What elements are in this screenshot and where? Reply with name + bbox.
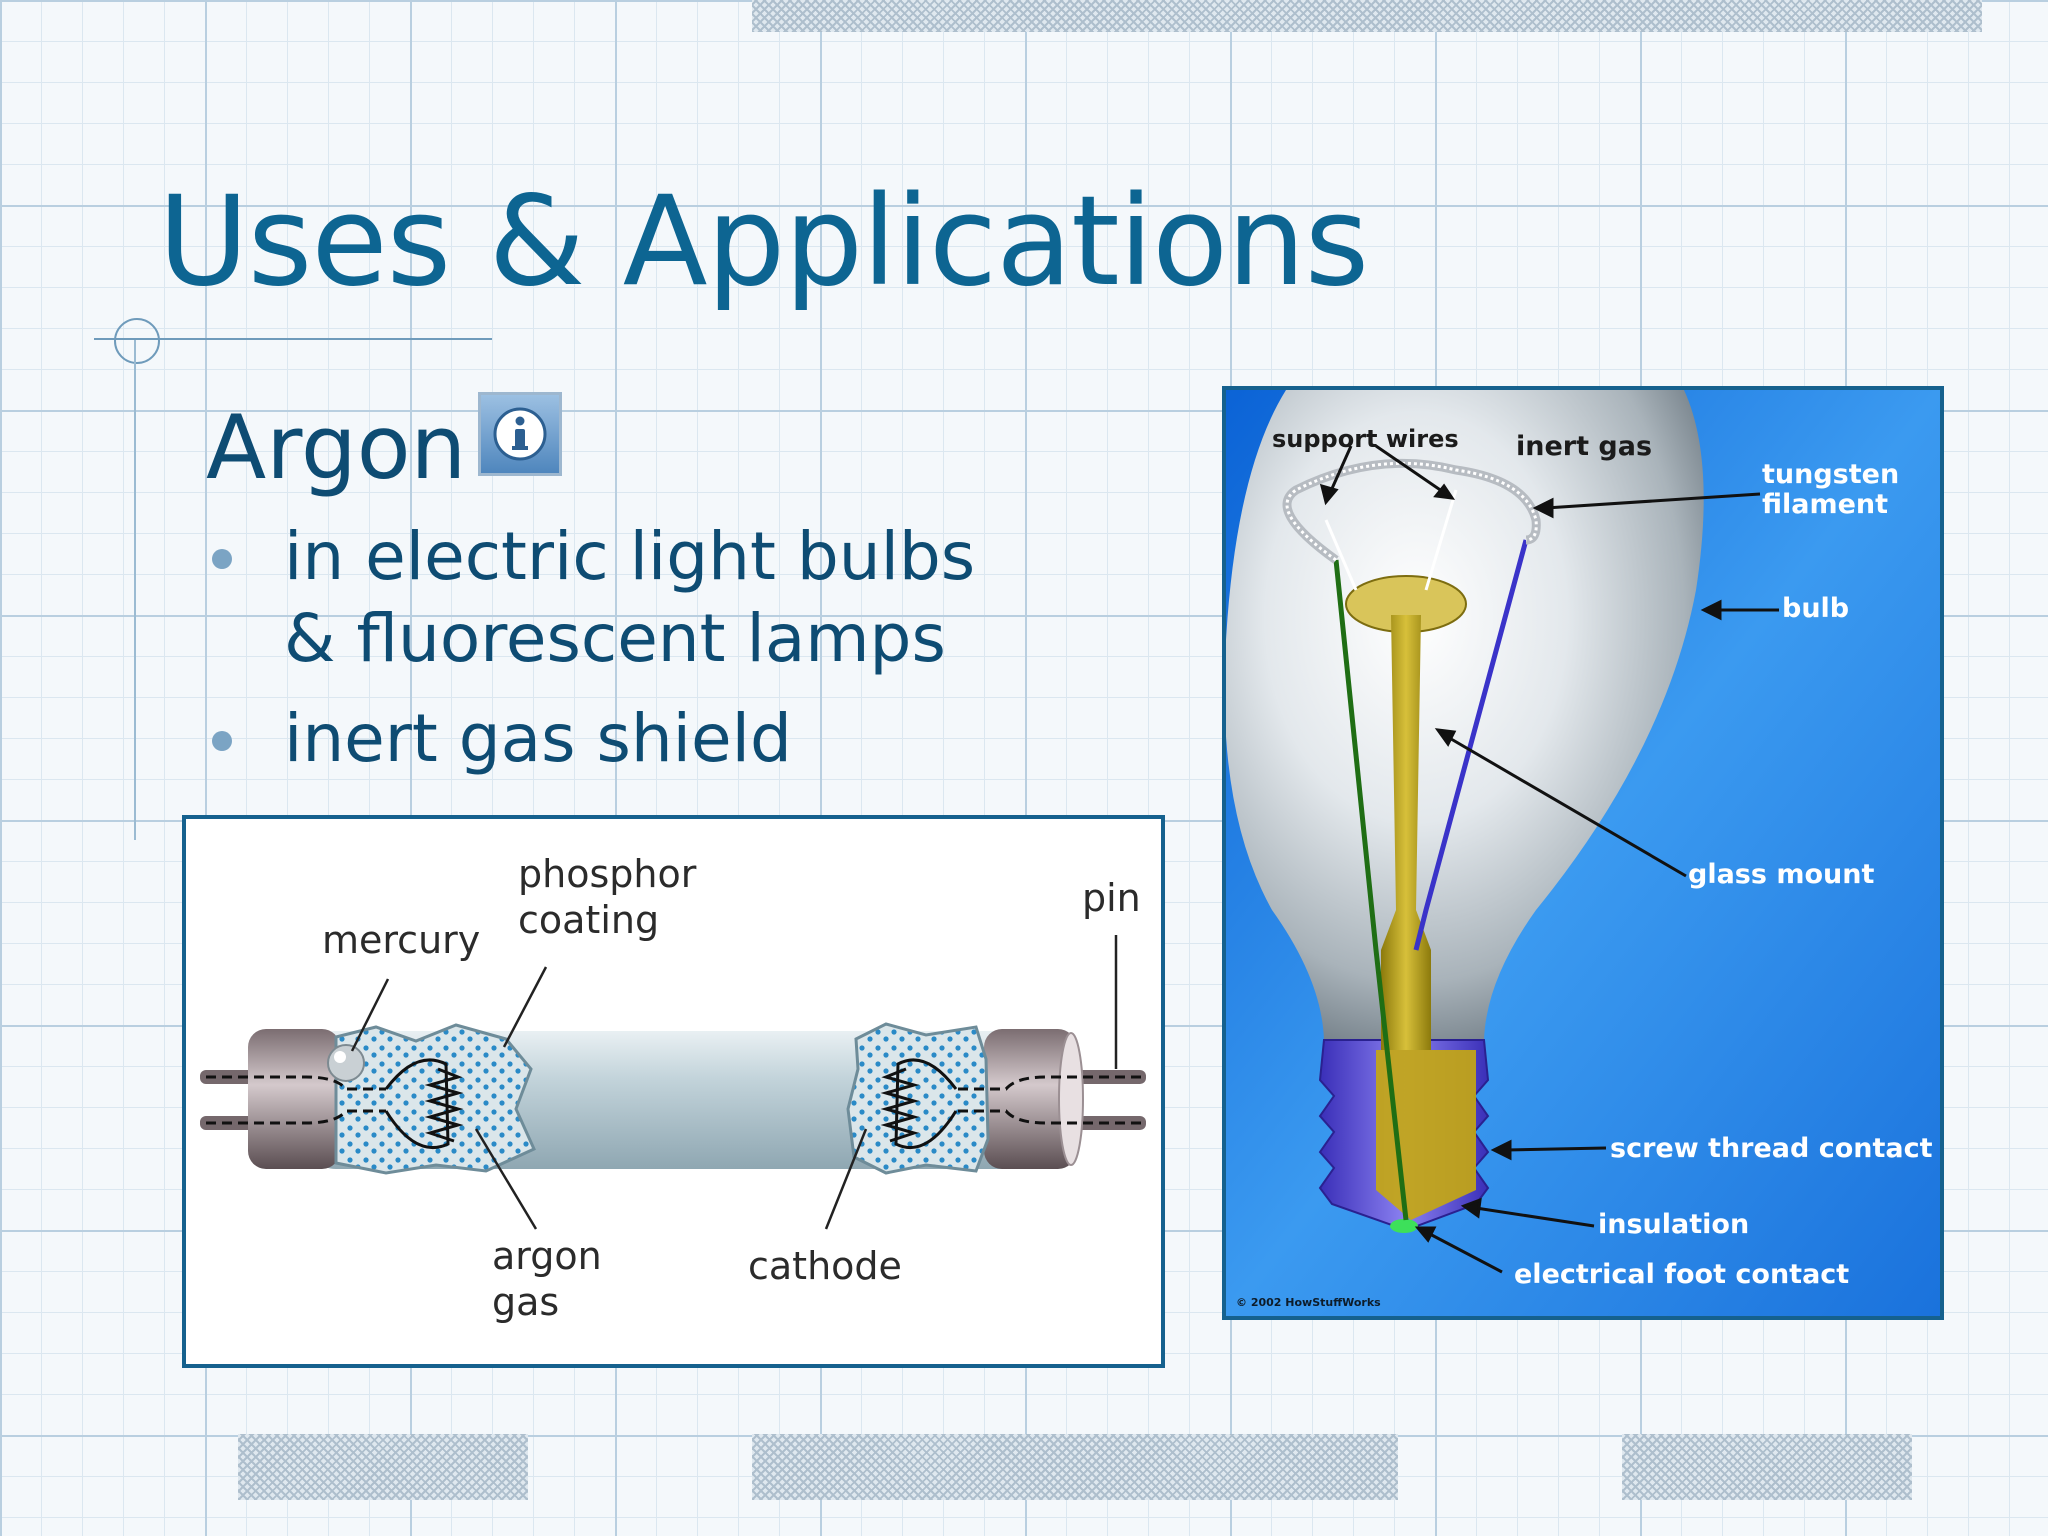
bullet-text: in electric light bulbs & fluorescent la… [284, 518, 976, 677]
left-end-cap [248, 1029, 340, 1169]
bullet-text: inert gas shield [284, 700, 792, 777]
slide-title: Uses & Applications [158, 170, 1369, 314]
title-rule [94, 338, 492, 340]
margin-rule [134, 340, 136, 840]
label-inert-gas: inert gas [1516, 431, 1653, 462]
bullet-list: in electric light bulbs & fluorescent la… [206, 516, 1044, 798]
label-glass-mount: glass mount [1688, 859, 1875, 890]
bottom-hatch-band-left [238, 1434, 528, 1500]
mercury-leader [350, 978, 390, 1052]
subheading: Argon [206, 396, 467, 499]
cathode-leader [824, 1128, 868, 1230]
right-end-cap [984, 1029, 1076, 1169]
mercury-droplet [327, 1044, 365, 1082]
label-phosphor-coating: phosphor coating [518, 852, 697, 942]
right-pin-top [1076, 1070, 1146, 1084]
right-pin-bottom [1076, 1116, 1146, 1130]
bullet-dot-icon [212, 731, 232, 751]
lead-wire-blue [1413, 539, 1529, 951]
glass-bulb [1226, 390, 1704, 1040]
bullet-item: inert gas shield [206, 698, 1044, 780]
bullet-item: in electric light bulbs & fluorescent la… [206, 516, 1044, 680]
right-cutaway [846, 1022, 990, 1175]
foot-contact [1390, 1219, 1418, 1233]
left-cathode-coil [424, 1067, 464, 1143]
argon-leader [474, 1128, 538, 1230]
info-icon[interactable] [478, 392, 562, 476]
label-mercury: mercury [322, 918, 481, 962]
label-electrical-foot-contact: electrical foot contact [1514, 1259, 1850, 1290]
label-support-wires: support wires [1272, 425, 1459, 453]
top-hatch-band [752, 0, 1982, 32]
bottom-hatch-band-center [752, 1434, 1398, 1500]
incandescent-bulb-illustration [1226, 390, 1940, 1316]
label-tungsten-filament: tungsten filament [1762, 459, 1900, 520]
bottom-hatch-band-right [1622, 1434, 1912, 1500]
fluorescent-lamp-figure: mercury phosphor coating pin argon gas c… [182, 815, 1165, 1368]
fluorescent-lamp-illustration [200, 935, 1146, 1230]
incandescent-bulb-figure: support wires inert gas tungsten filamen… [1222, 386, 1944, 1320]
right-cathode-coil [880, 1067, 920, 1143]
label-screw-thread-contact: screw thread contact [1610, 1133, 1933, 1164]
label-bulb: bulb [1782, 593, 1850, 624]
label-insulation: insulation [1598, 1209, 1750, 1240]
label-cathode: cathode [748, 1244, 902, 1288]
label-argon-gas: argon gas [492, 1234, 602, 1324]
bullet-dot-icon [212, 549, 232, 569]
copyright-notice: © 2002 HowStuffWorks [1236, 1296, 1381, 1309]
phosphor-leader [502, 966, 548, 1048]
label-pin: pin [1082, 876, 1141, 920]
title-rule-circle [114, 318, 160, 364]
lead-wire-green [1333, 559, 1409, 1221]
